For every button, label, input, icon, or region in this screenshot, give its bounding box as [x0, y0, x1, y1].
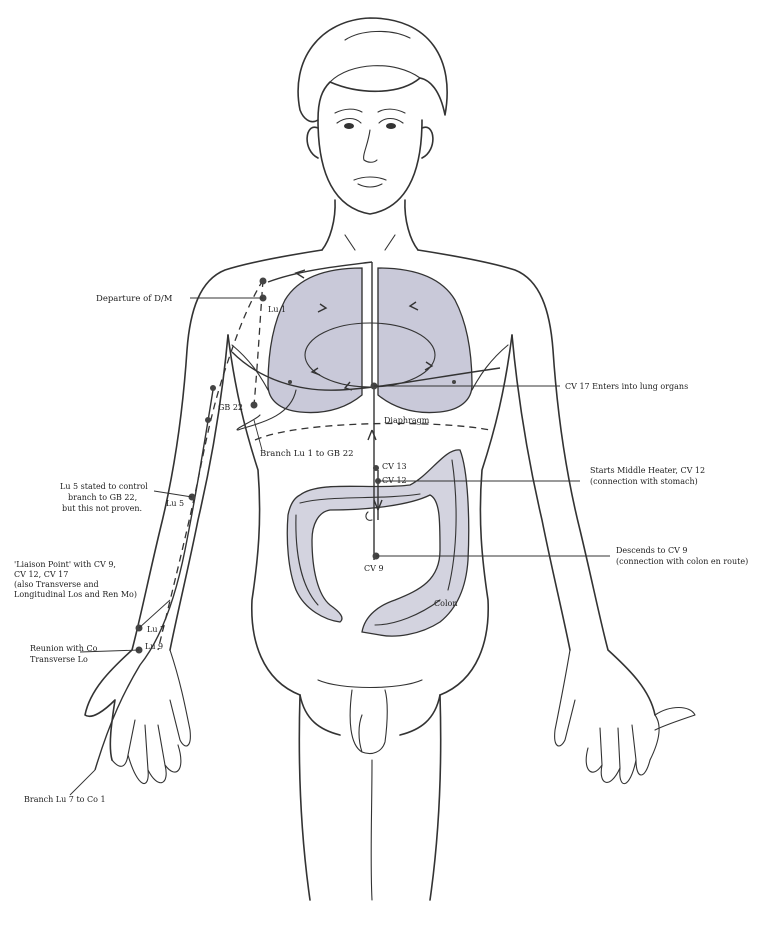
label-lu1: Lu 1	[268, 305, 286, 314]
label-departure: Departure of D/M	[96, 294, 173, 304]
point-cv13	[373, 465, 379, 471]
label-gb22: GB 22	[218, 403, 243, 412]
right-lung	[268, 268, 362, 413]
label-lu5: Lu 5	[166, 499, 184, 508]
point-lu1	[260, 278, 267, 285]
point-arm-1	[210, 385, 216, 391]
label-cv13: CV 13	[382, 462, 407, 471]
label-lu5-note-3: but this not proven.	[62, 504, 142, 513]
label-cv9: CV 9	[364, 564, 384, 573]
label-cv17: CV 17 Enters into lung organs	[565, 382, 688, 391]
label-colon: Colon	[434, 599, 457, 608]
label-liaison-4: Longitudinal Los and Ren Mo)	[14, 590, 137, 599]
label-lu9: Lu 9	[145, 642, 163, 651]
label-descends-2: (connection with colon en route)	[616, 557, 748, 566]
label-cv12: CV 12	[382, 476, 407, 485]
label-liaison-3: (also Transverse and	[14, 580, 99, 589]
point-gb22	[251, 402, 258, 409]
label-lu7: Lu 7	[147, 625, 165, 634]
label-reunion-1: Reunion with Co	[30, 644, 98, 653]
label-middle-heater-2: (connection with stomach)	[590, 477, 698, 486]
label-descends-1: Descends to CV 9	[616, 546, 688, 555]
left-lung	[378, 268, 472, 413]
label-branch-lu1-gb22: Branch Lu 1 to GB 22	[260, 449, 354, 459]
head-figure	[298, 18, 447, 250]
label-lu5-note-1: Lu 5 stated to control	[60, 482, 148, 491]
label-reunion-2: Transverse Lo	[30, 655, 88, 664]
label-lu5-note-2: branch to GB 22,	[68, 493, 137, 502]
point-arm-2	[205, 417, 211, 423]
lungs	[268, 268, 472, 413]
label-diaphragm: Diaphragm	[384, 416, 430, 425]
label-liaison-1: 'Liaison Point' with CV 9,	[14, 560, 116, 569]
label-liaison-2: CV 12, CV 17	[14, 570, 68, 579]
label-middle-heater-1: Starts Middle Heater, CV 12	[590, 466, 705, 475]
label-branch-lu7: Branch Lu 7 to Co 1	[24, 795, 106, 804]
